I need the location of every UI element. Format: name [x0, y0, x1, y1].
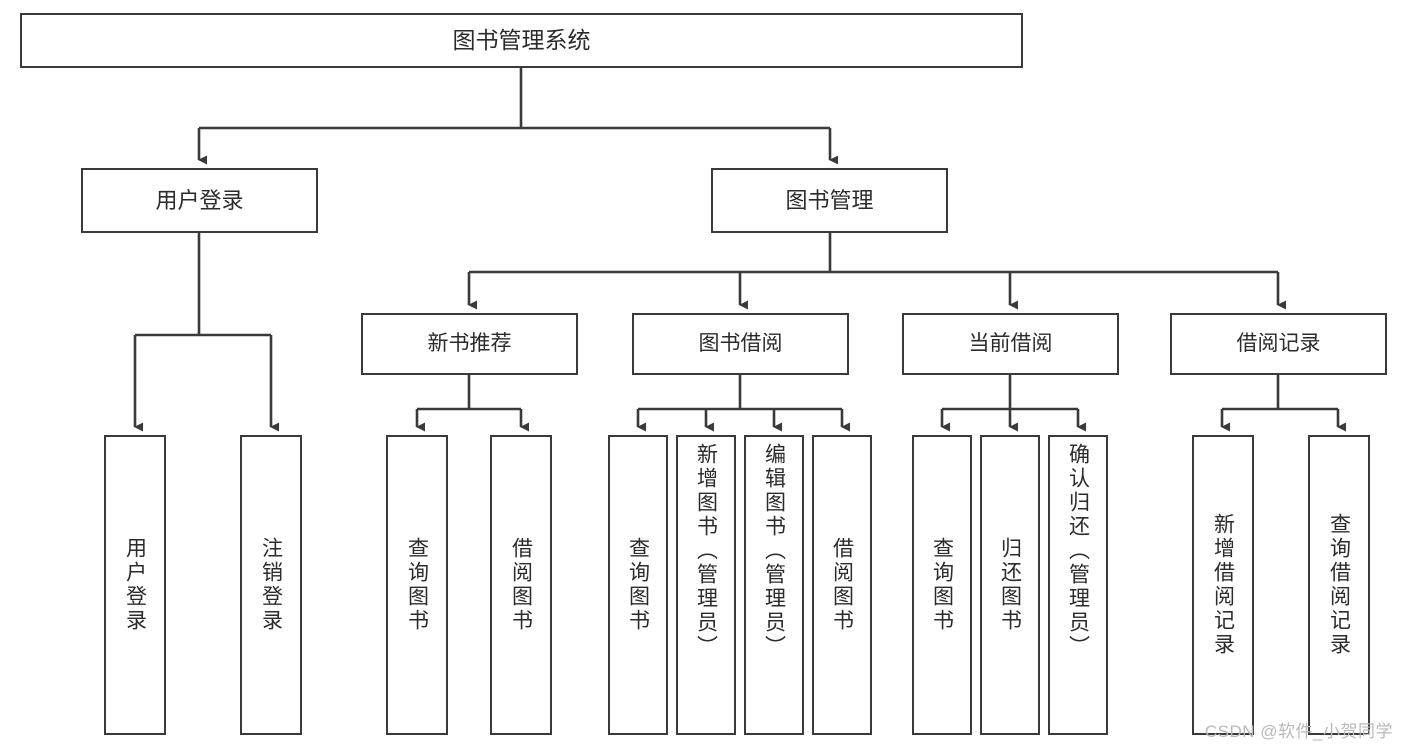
node-label: 编辑图书（管理员）: [762, 443, 786, 659]
node-label: 当前借阅: [968, 331, 1053, 355]
leaf-add-borrow-record[interactable]: 新增借阅记录: [1192, 435, 1254, 735]
node-label: 查询图书: [930, 537, 954, 633]
leaf-edit-book-admin[interactable]: 编辑图书（管理员）: [744, 435, 804, 735]
node-label: 借阅记录: [1236, 331, 1321, 355]
node-label: 图书借阅: [698, 331, 783, 355]
node-current-borrow[interactable]: 当前借阅: [902, 313, 1119, 375]
leaf-borrow-book[interactable]: 借阅图书: [812, 435, 872, 735]
leaf-query-book-current[interactable]: 查询图书: [912, 435, 972, 735]
node-label: 确认归还（管理员）: [1066, 443, 1090, 659]
leaf-query-book-borrow[interactable]: 查询图书: [608, 435, 668, 735]
node-user-login[interactable]: 用户登录: [81, 168, 318, 233]
leaf-borrow-book-recommend[interactable]: 借阅图书: [490, 435, 552, 735]
leaf-user-login[interactable]: 用户登录: [104, 435, 166, 735]
node-borrow-record[interactable]: 借阅记录: [1170, 313, 1387, 375]
node-label: 新书推荐: [427, 331, 512, 355]
node-label: 借阅图书: [830, 537, 854, 633]
node-root-system[interactable]: 图书管理系统: [20, 13, 1023, 68]
leaf-query-book-recommend[interactable]: 查询图书: [386, 435, 448, 735]
node-label: 图书管理系统: [452, 27, 591, 54]
node-label: 用户登录: [123, 537, 147, 633]
leaf-confirm-return-admin[interactable]: 确认归还（管理员）: [1048, 435, 1108, 735]
node-new-book-recommend[interactable]: 新书推荐: [361, 313, 578, 375]
leaf-logout[interactable]: 注销登录: [240, 435, 302, 735]
node-label: 查询图书: [626, 537, 650, 633]
node-label: 查询借阅记录: [1327, 513, 1351, 657]
node-label: 查询图书: [405, 537, 429, 633]
node-label: 注销登录: [259, 537, 283, 633]
leaf-return-book[interactable]: 归还图书: [980, 435, 1040, 735]
node-label: 新增借阅记录: [1211, 513, 1235, 657]
watermark-text: CSDN @软件_小贺同学: [1204, 722, 1393, 741]
node-label: 图书管理: [785, 187, 874, 213]
node-book-borrow[interactable]: 图书借阅: [632, 313, 849, 375]
leaf-add-book-admin[interactable]: 新增图书（管理员）: [676, 435, 736, 735]
node-label: 用户登录: [155, 187, 244, 213]
node-label: 归还图书: [998, 537, 1022, 633]
node-label: 新增图书（管理员）: [694, 443, 718, 659]
node-book-management[interactable]: 图书管理: [711, 168, 948, 233]
leaf-query-borrow-record[interactable]: 查询借阅记录: [1308, 435, 1370, 735]
node-label: 借阅图书: [509, 537, 533, 633]
